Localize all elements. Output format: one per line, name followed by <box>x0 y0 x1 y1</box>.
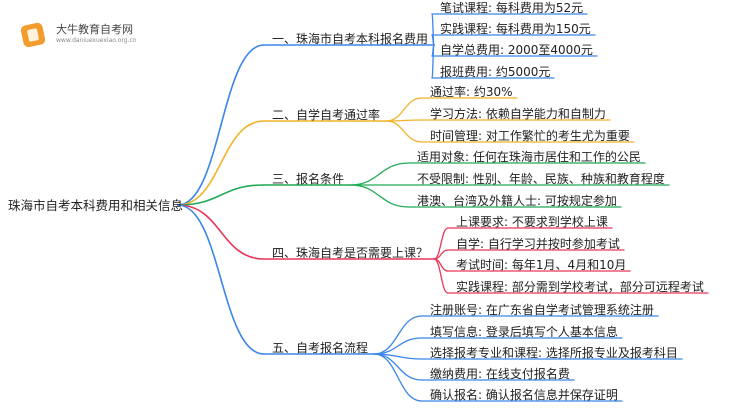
branch-3-item-3: 港澳、台湾及外籍人士: 可按规定参加 <box>417 194 617 208</box>
branch-3-label: 三、报名条件 <box>272 172 345 186</box>
branch-5-child-link-2 <box>373 337 423 355</box>
site-logo: 大牛教育自考网 www.daniuexuexiao.org.cn <box>4 10 154 50</box>
branch-5-child-link-1 <box>373 315 423 355</box>
branch-1-child-link-4 <box>431 44 435 79</box>
branch-2-item-3: 时间管理: 对工作繁忙的考生尤为重要 <box>430 129 630 143</box>
branch-2-child-link-1 <box>385 97 423 122</box>
root-branch-link-3 <box>177 184 265 206</box>
branch-4-child-link-4 <box>433 258 449 294</box>
branch-2-label: 二、自学自考通过率 <box>272 108 381 122</box>
branch-1-item-3: 自学总费用: 2000至4000元 <box>440 43 593 57</box>
branch-5-child-link-5 <box>373 353 423 402</box>
branch-3-child-link-3 <box>349 184 410 208</box>
root-branch-link-2 <box>177 120 265 206</box>
branch-5-item-3: 选择报考专业和课程: 选择所报专业及报考科目 <box>430 346 678 360</box>
branch-2-item-1: 通过率: 约30% <box>430 85 513 99</box>
branch-3-item-1: 适用对象: 任何在珠海市居住和工作的公民 <box>417 150 641 164</box>
branch-4-item-1: 上课要求: 不要求到学校上课 <box>456 215 608 229</box>
root-topic: 珠海市自考本科费用和相关信息 <box>8 198 184 213</box>
branch-5-item-5: 确认报名: 确认报名信息并保存证明 <box>430 388 618 402</box>
branch-2-item-2: 学习方法: 依赖自学能力和自制力 <box>430 107 606 121</box>
branch-4-label: 四、珠海自考是否需要上课？ <box>272 246 429 260</box>
branch-5-label: 五、自考报名流程 <box>272 341 369 355</box>
branch-4-item-2: 自学: 自行学习并按时参加考试 <box>456 237 620 251</box>
branch-5-item-2: 填写信息: 登录后填写个人基本信息 <box>430 325 618 339</box>
branch-3-item-2: 不受限制: 性别、年龄、民族、种族和教育程度 <box>417 172 665 186</box>
branch-1-item-1: 笔试课程: 每科费用为52元 <box>440 1 584 15</box>
branch-1-label: 一、珠海市自考本科报名费用 <box>272 32 429 46</box>
branch-1-item-2: 实践课程: 每科费用为150元 <box>440 22 591 36</box>
book-logo-icon <box>19 21 47 49</box>
branch-5-item-1: 注册账号: 在广东省自学考试管理系统注册 <box>430 303 654 317</box>
branch-4-item-3: 考试时间: 每年1月、4月和10月 <box>456 258 627 272</box>
branch-1-item-4: 报班费用: 约5000元 <box>440 65 551 79</box>
branch-2-child-link-3 <box>385 120 423 143</box>
branch-3-child-link-1 <box>349 162 410 186</box>
root-branch-link-1 <box>177 44 265 206</box>
branch-4-item-4: 实践课程: 部分需到学校考试，部分可远程考试 <box>456 280 704 294</box>
branch-5-item-4: 缴纳费用: 在线支付报名费 <box>430 367 570 381</box>
logo-title: 大牛教育自考网 <box>56 23 133 36</box>
root-branch-link-5 <box>177 204 265 355</box>
root-branch-link-4 <box>177 204 265 260</box>
logo-url: www.daniuexuexiao.org.cn <box>56 37 137 44</box>
